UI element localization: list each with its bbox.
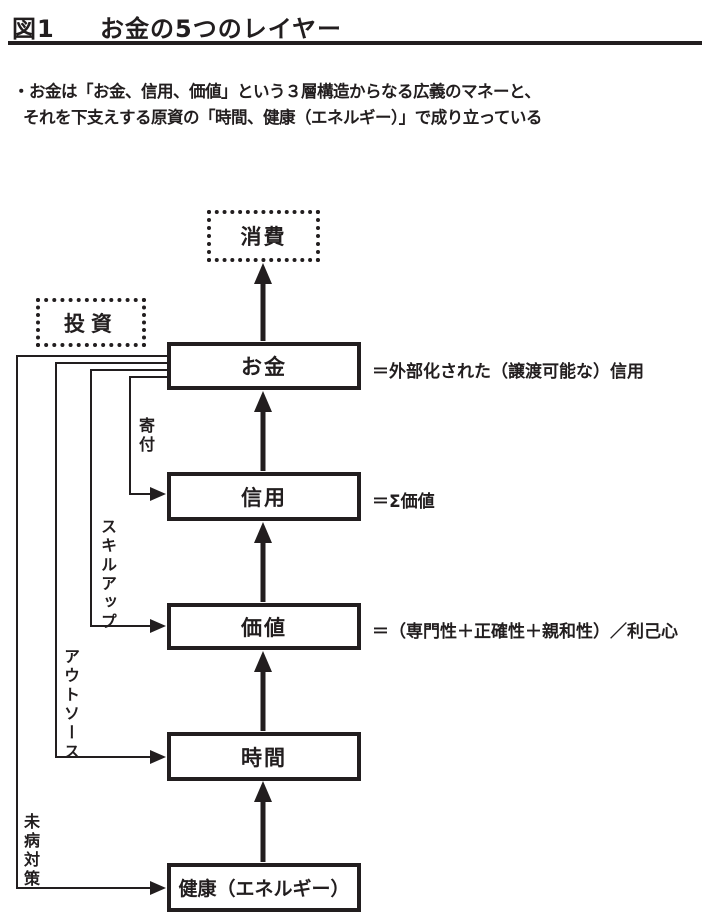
intro-text-line-1: ・お金は「お金、信用、価値」という３層構造からなる広義のマネーと、: [13, 82, 541, 101]
node-investment: 投資: [36, 298, 146, 347]
arrow-time-to-value-head: [254, 651, 272, 672]
node-health: 健康（エネルギー）: [167, 863, 361, 912]
annotation-money-definition: ＝外部化された（譲渡可能な）信用: [372, 362, 644, 382]
arrow-credit-to-money-head: [254, 391, 272, 412]
annotation-credit-definition: ＝Σ価値: [372, 492, 435, 512]
edge-label-donation: 寄付: [136, 417, 155, 455]
page-title: お金の5つのレイヤー: [100, 15, 342, 43]
edge-label-skillup: スキルアップ: [98, 518, 117, 632]
arrowhead-into-value: [150, 619, 166, 633]
edge-money-to-health: [16, 355, 167, 889]
edge-money-to-time: [55, 362, 167, 758]
annotation-value-definition: ＝（専門性＋正確性＋親和性）／利己心: [372, 622, 678, 642]
arrow-value-to-credit-head: [254, 522, 272, 543]
figure-number: 図1: [12, 15, 55, 43]
edge-money-to-value: [90, 369, 167, 627]
arrow-money-to-consumption-head: [254, 263, 272, 284]
arrow-health-to-time-head: [254, 781, 272, 802]
node-time: 時間: [167, 732, 361, 781]
intro-text-line-2: それを下支えする原資の「時間、健康（エネルギー）」で成り立っている: [23, 108, 542, 127]
title-underline: [8, 41, 702, 45]
node-money: お金: [167, 342, 361, 390]
edge-label-preventive-care: 未病対策: [21, 813, 40, 889]
node-value: 価値: [167, 603, 361, 650]
arrowhead-into-time: [150, 750, 166, 764]
arrowhead-into-health: [150, 881, 166, 895]
edge-money-to-credit: [129, 376, 167, 495]
node-consumption: 消費: [207, 210, 320, 262]
edge-label-outsource: アウトソース: [61, 648, 80, 762]
arrowhead-into-credit: [150, 487, 166, 501]
node-credit: 信用: [167, 472, 361, 521]
